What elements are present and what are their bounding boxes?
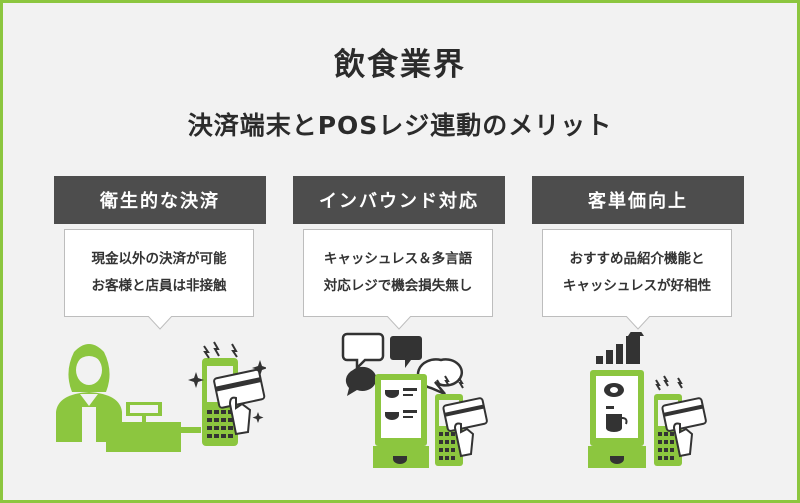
cashier-icon [56,344,122,442]
benefit-line: 現金以外の決済が可能 [91,251,227,267]
benefit-column-inbound: インバウンド対応 キャッシュレス＆多言語 対応レジで機会損失無し [293,176,505,468]
benefit-line: お客様と店員は非接触 [91,278,227,294]
benefit-line: キャッシュレス＆多言語 [323,251,473,267]
page-title: 飲食業界 [334,47,466,83]
credit-card-icon [213,368,266,409]
benefit-header: 衛生的な決済 [54,176,266,224]
benefit-column-upsell: 客単価向上 おすすめ品紹介機能と キャッシュレスが好相性 [532,176,744,468]
hand-icon [228,396,252,436]
sparkle-icon [188,360,266,423]
credit-card-icon [661,397,707,432]
benefit-line: おすすめ品紹介機能と [569,251,705,267]
benefit-description: おすすめ品紹介機能と キャッシュレスが好相性 [542,229,732,317]
speech-bubble-icon [341,332,463,396]
bubble-tail [148,316,172,330]
page-subtitle: 決済端末とPOSレジ連動のメリット [187,111,613,140]
bubble-tail [387,316,411,330]
benefit-description: キャッシュレス＆多言語 対応レジで機会損失無し [303,229,493,317]
benefit-description: 現金以外の決済が可能 お客様と店員は非接触 [64,229,254,317]
self-order-kiosk-icon [373,374,429,468]
benefit-line: キャッシュレスが好相性 [562,278,712,294]
benefit-line: 対応レジで機会損失無し [323,278,473,294]
cash-register-icon [106,402,201,452]
inbound-illustration [341,332,488,468]
growth-chart-icon [596,332,644,364]
benefit-header: 客単価向上 [532,176,744,224]
self-order-kiosk-icon [588,370,646,468]
hand-icon [453,422,475,458]
bubble-tail [626,316,650,330]
upsell-illustration [588,332,707,468]
credit-card-icon [442,397,488,432]
benefit-column-hygiene: 衛生的な決済 現金以外の決済が可能 お客様と店員は非接触 [54,176,266,452]
hand-icon [672,422,694,458]
benefit-header: インバウンド対応 [293,176,505,224]
hygienic-payment-illustration [56,341,266,452]
